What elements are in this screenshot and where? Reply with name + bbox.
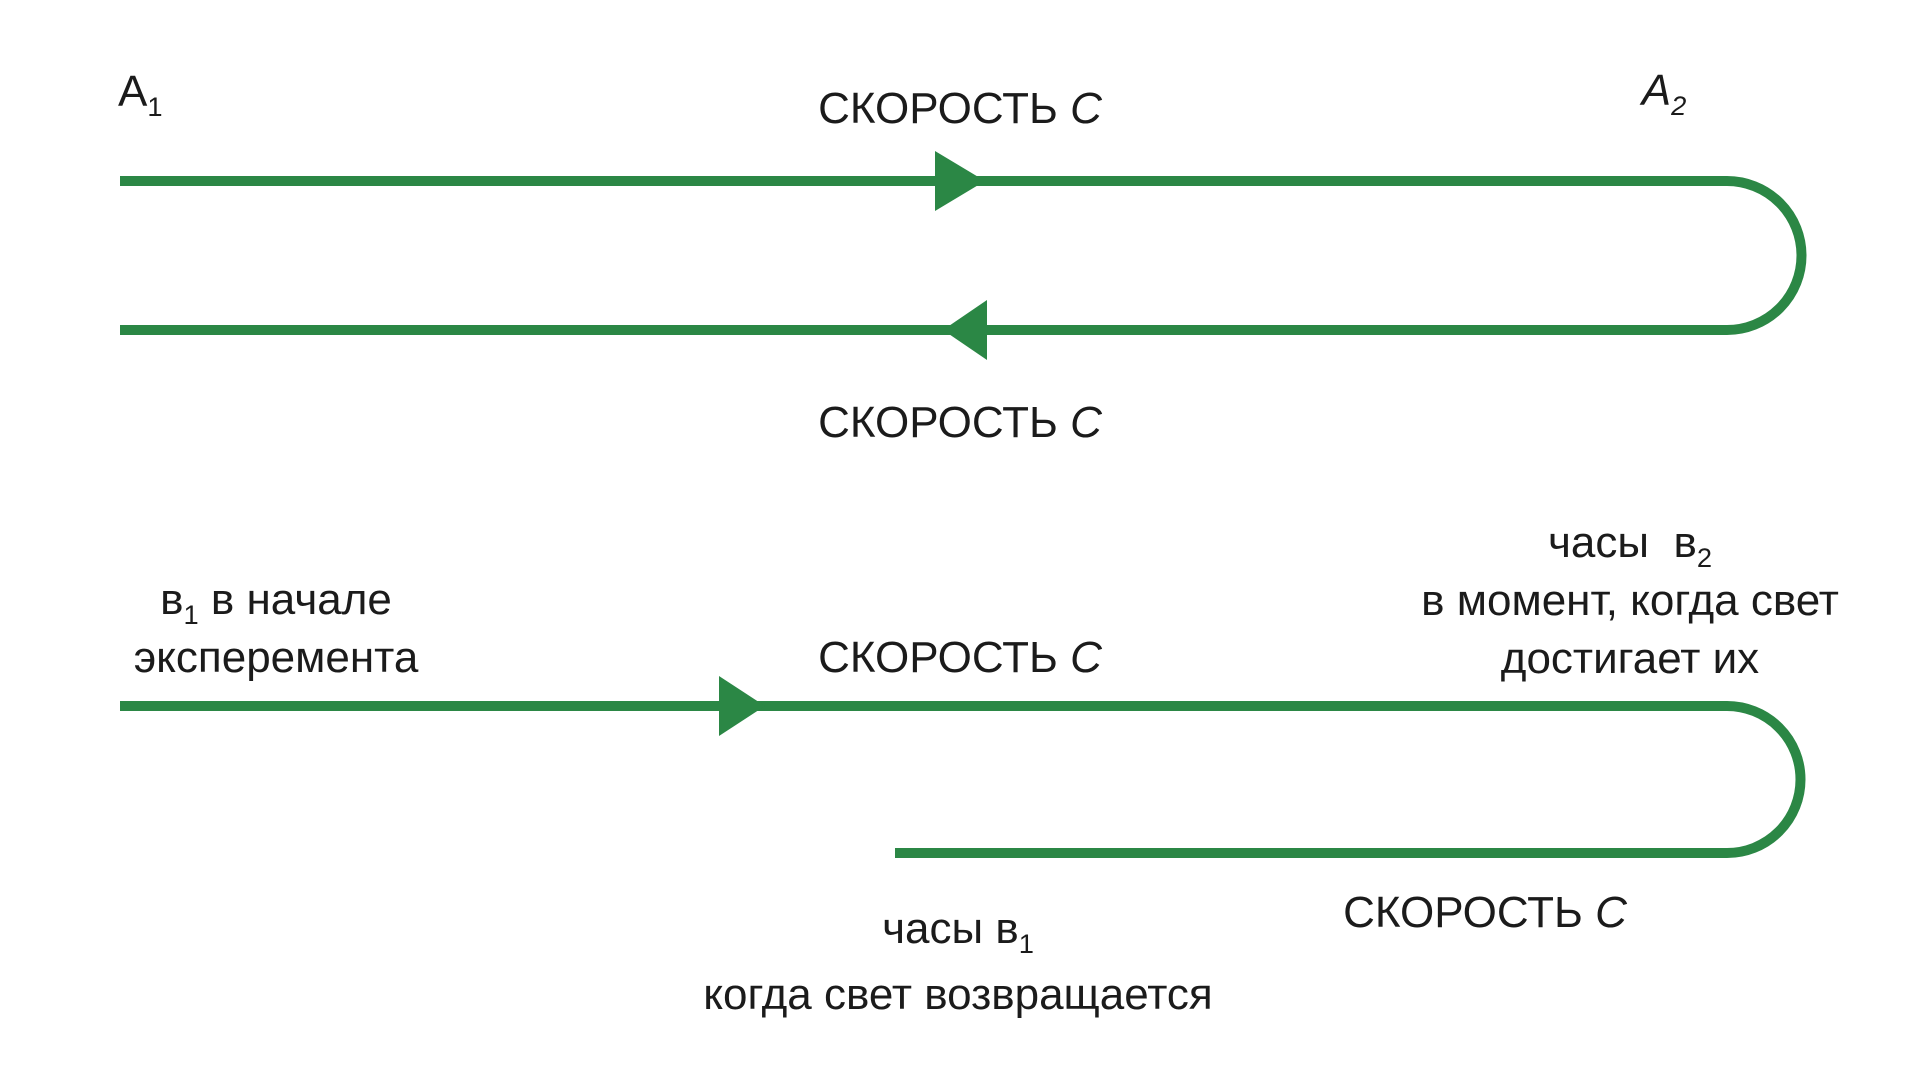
label-speed-bottom-return: СКОРОСТЬ С (1343, 884, 1627, 942)
label-point-a2: A2 (1642, 62, 1687, 120)
clocks-b1-return-base: часы в (882, 904, 1019, 953)
label-clocks-b1-return: часы в1 когда свет возвращается (703, 896, 1212, 1028)
clocks-b2-base: часы в (1547, 518, 1697, 567)
clocks-b1-return-line2: когда свет возвращается (703, 970, 1213, 1019)
label-point-a2-base: A (1641, 66, 1672, 115)
speed-word: СКОРОСТЬ (818, 633, 1071, 682)
speed-constant-c: С (1070, 398, 1102, 447)
speed-word: СКОРОСТЬ (818, 84, 1071, 133)
label-speed-bottom-forward: СКОРОСТЬ С (818, 629, 1102, 687)
label-clocks-b1-start: в1 в начале эксперемента (134, 571, 419, 687)
clocks-b1-sub: 1 (183, 598, 199, 630)
clocks-b1-line2: эксперемента (133, 633, 419, 682)
speed-word: СКОРОСТЬ (1343, 888, 1596, 937)
arrow-right-icon (935, 151, 985, 211)
arrow-left-icon (943, 300, 987, 360)
clocks-b1-return-sub: 1 (1018, 927, 1034, 959)
clocks-b2-sub: 2 (1696, 541, 1713, 573)
top-light-path (120, 176, 1807, 335)
label-point-a2-sub: 2 (1671, 89, 1687, 121)
speed-word: СКОРОСТЬ (818, 398, 1071, 447)
clocks-b1-base: в (160, 575, 184, 624)
bottom-light-path (120, 701, 1806, 858)
label-speed-top-return: СКОРОСТЬ С (818, 394, 1102, 452)
label-point-a1-base: A (118, 67, 148, 116)
clocks-b2-line3: достигает их (1500, 634, 1760, 683)
speed-constant-c: С (1070, 633, 1102, 682)
label-speed-top-forward: СКОРОСТЬ С (818, 80, 1102, 138)
speed-constant-c: С (1070, 84, 1102, 133)
clocks-b1-tail: в начале (198, 575, 392, 624)
label-point-a1: A1 (118, 63, 163, 121)
arrow-right-icon (719, 676, 765, 736)
label-point-a1-sub: 1 (147, 90, 163, 122)
speed-constant-c: С (1595, 888, 1627, 937)
clocks-b2-line2: в момент, когда свет (1421, 576, 1839, 625)
